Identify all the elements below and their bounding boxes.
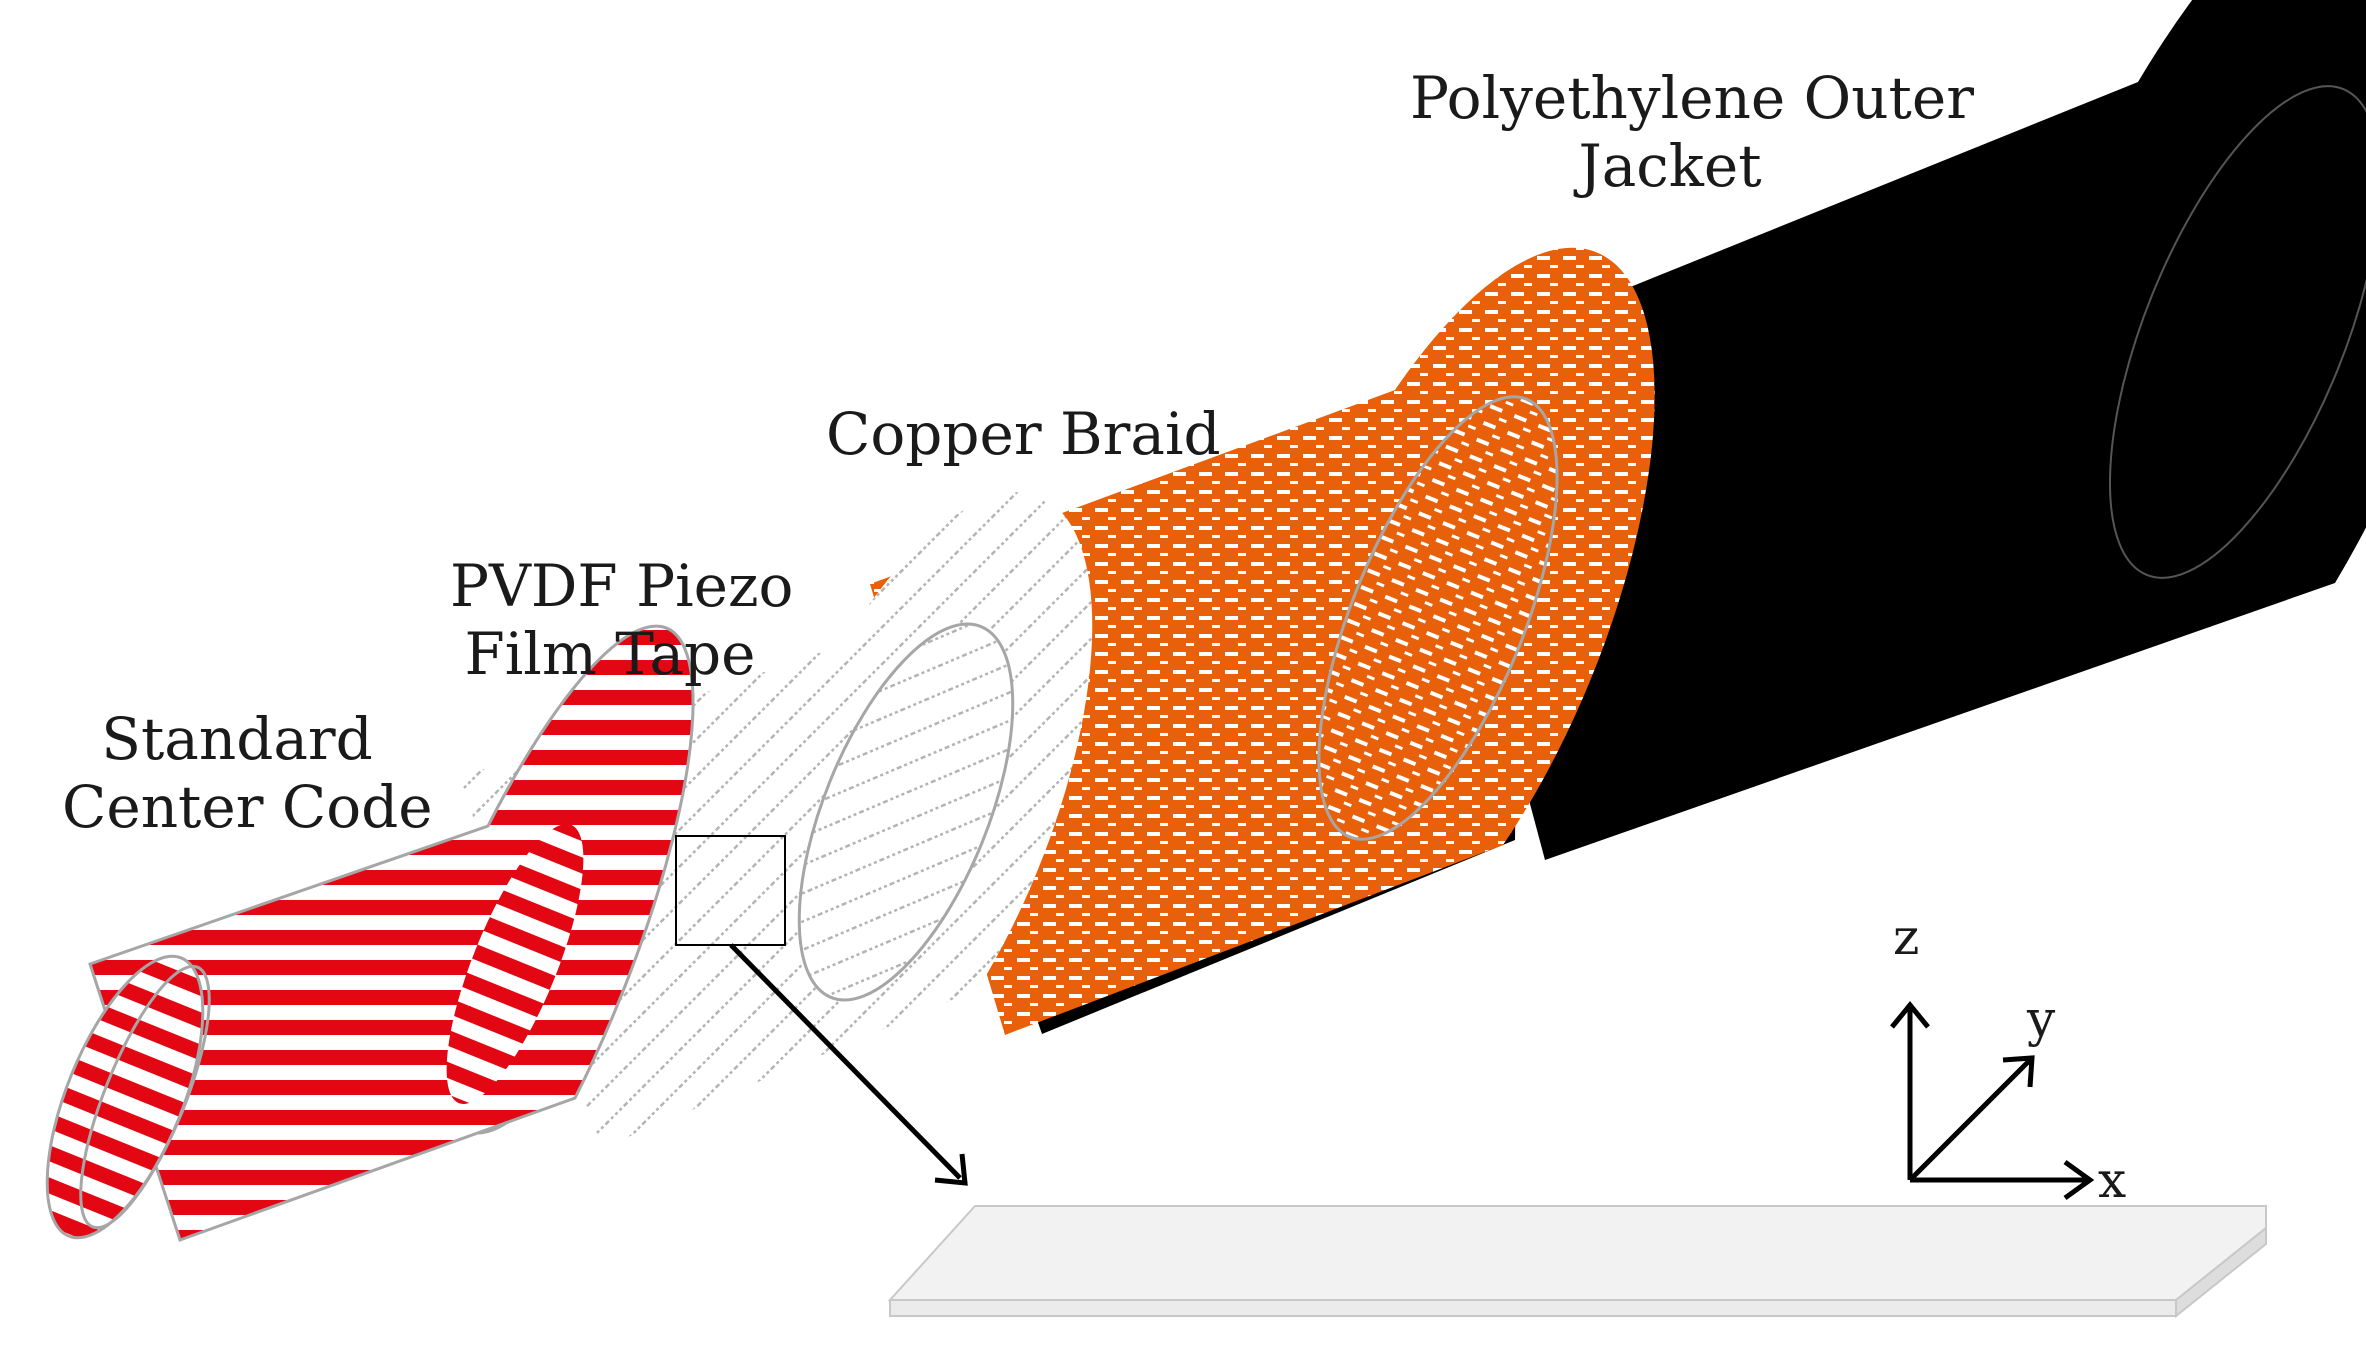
film-strip [887,1205,2267,1319]
label-pvdf-film-tape: PVDF Piezo Film Tape [450,552,794,688]
label-copper-braid: Copper Braid [826,400,1221,468]
center-core [45,624,695,1242]
label-center-core: Standard Center Code [62,705,433,841]
zoom-indicator [675,835,968,1186]
axis-label-x: x [2098,1151,2127,1209]
axis-label-z: z [1893,908,1920,966]
label-outer-jacket: Polyethylene Outer Jacket [1410,64,1974,200]
y-axis [1908,1058,2032,1182]
zoom-box [675,835,786,946]
coordinate-axes [1890,1001,2095,1201]
axis-label-y: y [2027,990,2056,1048]
zoom-arrow [729,943,962,1180]
